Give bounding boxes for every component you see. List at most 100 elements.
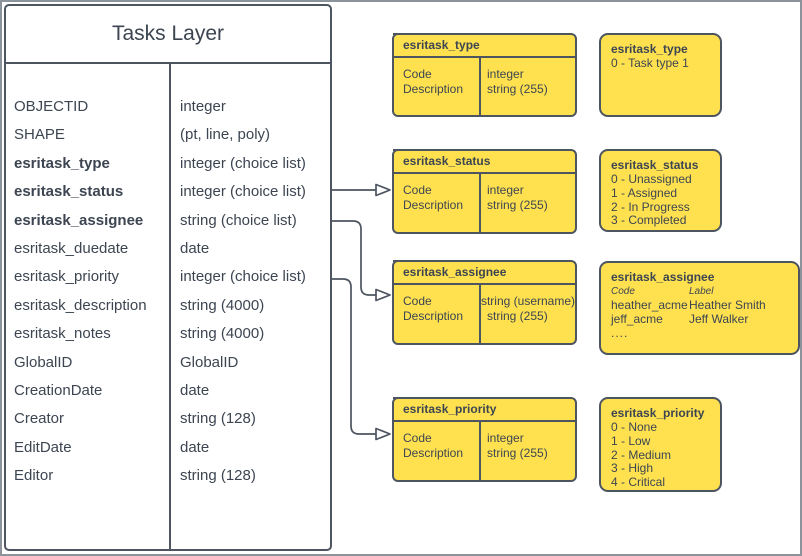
code-table-esritask-assignee: esritask_assignee Code string (username)… [392, 260, 577, 345]
tasks-layer-title: Tasks Layer [6, 6, 330, 64]
field-row: esritask_status integer (choice list) [6, 178, 330, 206]
code-field: Description [403, 81, 464, 96]
field-type: string (128) [180, 410, 256, 428]
field-name: esritask_type [14, 154, 110, 172]
assignee-row: heather_acmeHeather Smith [611, 298, 788, 312]
assignee-ellipsis: .... [611, 326, 629, 340]
field-type: date [180, 438, 210, 456]
code-field-type: string (255) [487, 445, 548, 460]
value-item: 2 - In Progress [611, 199, 690, 214]
code-table-divider [479, 285, 481, 343]
code-field-type: string (username) [480, 294, 575, 308]
code-table-esritask-type: esritask_type Code integer Description s… [392, 33, 577, 117]
code-table-rows: Code string (username) Description strin… [394, 285, 575, 323]
code-table-divider [479, 422, 481, 480]
field-name: SHAPE [14, 126, 65, 144]
field-row: Editor string (128) [6, 462, 330, 490]
code-table-title: esritask_priority [394, 399, 575, 422]
arrowhead-status-icon [375, 183, 391, 197]
code-table-divider [479, 58, 481, 115]
field-type: integer (choice list) [180, 268, 306, 286]
code-field-type: string (255) [487, 308, 548, 323]
field-name: OBJECTID [14, 98, 89, 115]
field-name: esritask_description [14, 296, 147, 314]
code-table-rows: Code integer Description string (255) [394, 174, 575, 212]
code-table-title: esritask_assignee [394, 262, 575, 285]
assignee-code: heather_acme [611, 298, 688, 312]
field-name: EditDate [14, 438, 72, 456]
field-name: esritask_duedate [14, 239, 129, 257]
field-type: string (128) [180, 467, 256, 485]
field-name: esritask_assignee [14, 211, 144, 229]
assignee-label: Jeff Walker [689, 312, 749, 326]
value-item: 4 - Critical [611, 475, 666, 490]
code-field: Code [403, 67, 432, 81]
code-field: Code [403, 294, 432, 308]
field-name: GlobalID [14, 353, 73, 371]
assignee-label: Heather Smith [689, 298, 766, 312]
code-table-esritask-priority: esritask_priority Code integer Descripti… [392, 397, 577, 482]
field-name: CreationDate [14, 381, 103, 399]
field-name: esritask_priority [14, 268, 120, 286]
code-field-type: integer [487, 67, 524, 81]
code-table-row: Description string (255) [394, 446, 575, 461]
code-field: Code [403, 431, 432, 445]
field-row: Creator string (128) [6, 405, 330, 433]
code-field-type: integer [487, 431, 524, 445]
value-item: 0 - Unassigned [611, 172, 692, 186]
field-name: esritask_status [14, 183, 124, 201]
field-type: integer (choice list) [180, 154, 306, 172]
value-list-esritask-type: esritask_type 0 - Task type 1 [599, 33, 722, 117]
field-row: esritask_notes string (4000) [6, 320, 330, 348]
field-type: date [180, 239, 210, 257]
field-row: GlobalID GlobalID [6, 349, 330, 377]
value-list-title: esritask_priority [611, 406, 705, 420]
code-table-divider [479, 174, 481, 232]
field-type: string (choice list) [180, 211, 297, 229]
value-item: 2 - Medium [611, 447, 672, 462]
code-table-esritask-status: esritask_status Code integer Description… [392, 149, 577, 234]
field-row: SHAPE (pt, line, poly) [6, 121, 330, 149]
column-header-code: Code [611, 286, 635, 297]
code-table-row: Code integer [394, 183, 575, 198]
assignee-column-headers: Code Label [611, 285, 788, 298]
value-list-items: 0 - Task type 1 [611, 56, 710, 71]
field-row: OBJECTID integer [6, 93, 330, 121]
column-header-label: Label [689, 286, 714, 297]
field-type: string (4000) [180, 296, 265, 314]
code-field-type: string (255) [487, 197, 548, 212]
arrowhead-assignee-icon [375, 288, 391, 302]
field-name: esritask_notes [14, 325, 111, 343]
code-table-row: Description string (255) [394, 82, 575, 97]
field-row: EditDate date [6, 434, 330, 462]
field-row: esritask_duedate date [6, 235, 330, 263]
code-table-row: Code string (username) [394, 294, 575, 309]
tasks-layer-column-divider [169, 64, 171, 549]
value-item: 3 - High [611, 461, 654, 476]
code-field-type: integer [487, 183, 524, 197]
value-list-title: esritask_assignee [611, 270, 715, 284]
code-table-title: esritask_status [394, 151, 575, 174]
field-type: string (4000) [180, 325, 265, 343]
code-field-type: string (255) [487, 81, 548, 96]
value-item: 1 - Low [611, 433, 651, 448]
tasks-layer-table: Tasks Layer OBJECTID integer SHAPE (pt, … [4, 4, 332, 551]
field-row: esritask_priority integer (choice list) [6, 263, 330, 291]
field-row: esritask_description string (4000) [6, 292, 330, 320]
code-field: Description [403, 445, 464, 460]
field-type: integer [180, 98, 226, 115]
code-field: Code [403, 183, 432, 197]
code-table-row: Description string (255) [394, 309, 575, 324]
value-item: 3 - Completed [611, 213, 687, 228]
code-table-title: esritask_type [394, 35, 575, 58]
code-table-row: Code integer [394, 67, 575, 82]
value-item: 0 - None [611, 420, 658, 434]
connector-esritask-assignee [332, 220, 376, 296]
